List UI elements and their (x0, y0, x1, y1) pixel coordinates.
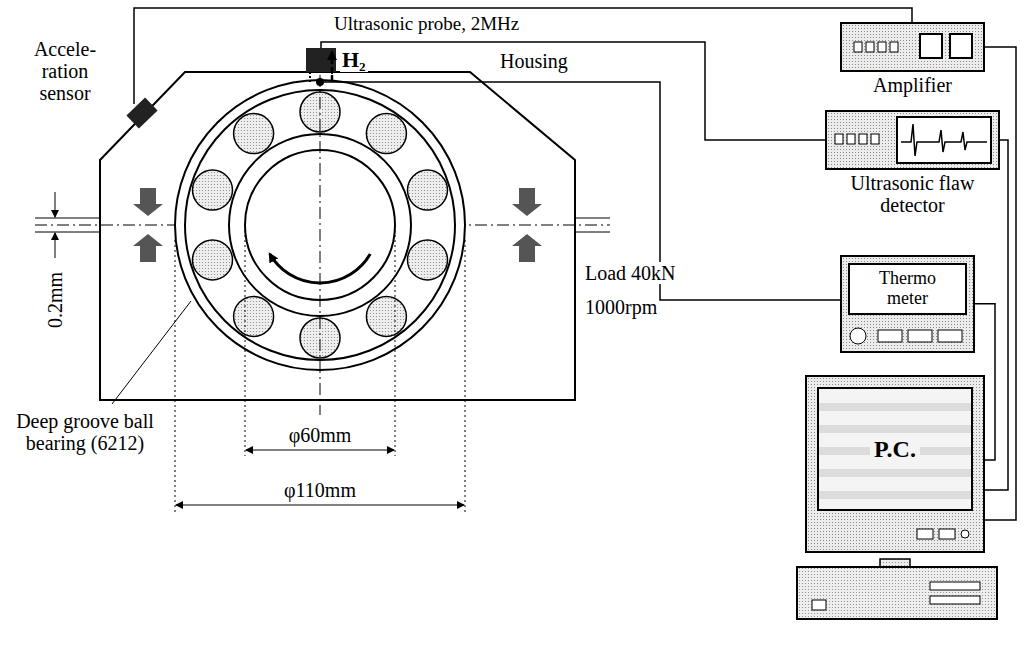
device-name: Thermo meter (870, 265, 945, 313)
drawing-part (246, 450, 394, 451)
drawing-part (842, 321, 973, 351)
probe-label: Ultrasonic probe, 2MHz (332, 14, 521, 35)
flaw-detector-device: Ultrasonic flaw detector (825, 110, 1000, 170)
drawing-part (807, 521, 983, 551)
drawing-part (835, 134, 843, 144)
speed-label: 1000rpm (583, 296, 659, 318)
drawing-part (512, 234, 542, 262)
drawing-part (575, 232, 610, 233)
monitor-screen: P.C. (817, 387, 973, 511)
drawing-part (897, 117, 991, 163)
leader-line (112, 301, 191, 404)
drawing-part (930, 596, 980, 604)
drawing-part (847, 134, 855, 144)
drawing-part (175, 240, 176, 512)
sensor-label: Accele- ration sensor (22, 38, 108, 104)
signal-label: H₂ (340, 48, 368, 72)
drawing-part (878, 42, 886, 52)
drawing-part (133, 234, 163, 262)
drawing-part (950, 34, 972, 58)
drawing-part (512, 188, 542, 216)
drawing-part (890, 42, 898, 52)
dimension: φ110mm (282, 479, 358, 501)
amplifier-device: Amplifier (840, 22, 985, 72)
drawing-part (408, 240, 448, 280)
drawing-part (176, 505, 464, 506)
display-screen: Thermo meter (848, 263, 967, 315)
drawing-part (908, 330, 932, 342)
drawing-part (842, 24, 983, 70)
drawing-part (395, 225, 396, 456)
drawing-part (901, 124, 987, 156)
drawing-part (859, 134, 867, 144)
drawing-part (961, 530, 969, 538)
drawing-part (930, 582, 980, 590)
drawing-part (465, 240, 466, 512)
pc-base (797, 567, 997, 619)
drawing-part (133, 188, 163, 216)
drawing-part (850, 328, 866, 344)
drawing-part (309, 72, 311, 82)
drawing-part (35, 232, 100, 233)
part-name: Housing (498, 50, 570, 72)
drawing-part (324, 82, 840, 300)
drawing-part (331, 52, 334, 80)
drawing-part (871, 134, 879, 144)
drawing-part (55, 192, 56, 217)
drawing-part (134, 8, 912, 104)
drawing-part (575, 218, 610, 219)
drawing-part (366, 114, 406, 154)
dimension: 0.2mm (44, 270, 66, 330)
load-label: Load 40kN (583, 262, 678, 284)
drawing-part (854, 42, 862, 52)
thermometer-device: Thermo meter (840, 255, 975, 353)
device-name: P.C. (870, 436, 920, 463)
drawing-part (880, 559, 910, 567)
drawing-part (920, 34, 942, 58)
drawing-part (938, 330, 962, 342)
drawing-part (234, 114, 274, 154)
thermocouple (316, 78, 324, 86)
drawing-part (321, 42, 825, 140)
drawing-part (245, 225, 246, 456)
drawing-part (866, 42, 874, 52)
drawing-part (193, 240, 233, 280)
drawing-part (234, 296, 274, 336)
drawing-part (812, 600, 826, 610)
part-name: Deep groove ball bearing (6212) (8, 410, 162, 454)
drawing-part (917, 529, 933, 539)
device-name: Ultrasonic flaw detector (827, 172, 998, 216)
dimension: φ60mm (287, 424, 354, 446)
computer-monitor: P.C. (805, 375, 985, 553)
housing (100, 72, 575, 400)
drawing-part (827, 112, 998, 168)
drawing-part (366, 296, 406, 336)
drawing-part (193, 170, 233, 210)
drawing-part (408, 170, 448, 210)
acceleration-sensor (126, 97, 157, 128)
drawing-part (55, 233, 56, 258)
drawing-part (939, 529, 955, 539)
signal-wire (985, 140, 1008, 490)
drawing-part (35, 218, 100, 219)
drawing-part (878, 330, 902, 342)
drawing-part (320, 75, 321, 415)
device-name: Amplifier (842, 74, 983, 96)
